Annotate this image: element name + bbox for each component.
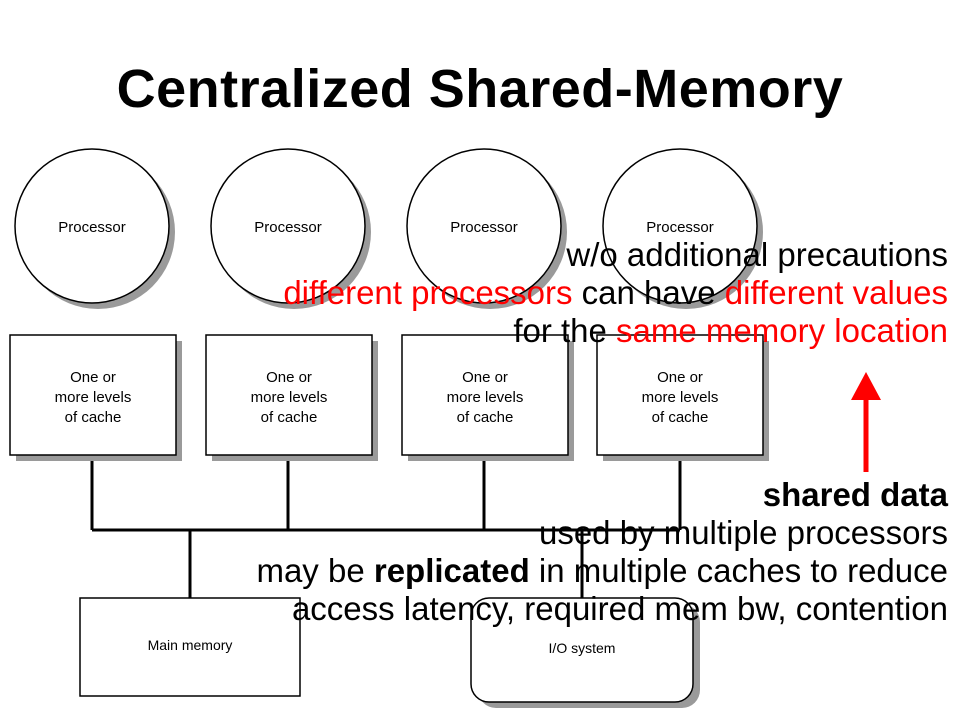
io-system-label: I/O system <box>549 640 616 656</box>
cache-label-line-3: of cache <box>457 409 514 426</box>
processor-label: Processor <box>646 219 714 236</box>
cache-label-line-2: more levels <box>447 389 524 406</box>
cache-label-line-1: One or <box>657 369 703 386</box>
callout-top-line-1: w/o additional precautions <box>566 236 948 273</box>
callout-top-line-2: different processors can have different … <box>283 274 948 312</box>
cache-label-line-2: more levels <box>642 389 719 406</box>
callout-in-multiple-caches: in multiple caches to reduce <box>529 551 948 589</box>
main-memory-group: Main memory <box>79 597 301 697</box>
callout-red-same-memory-location: same memory location <box>616 311 948 349</box>
cache-label-line-1: One or <box>266 369 312 386</box>
bus-lines <box>90 455 682 598</box>
callout-may-be: may be <box>256 551 374 589</box>
cache-label-line-2: more levels <box>251 389 328 406</box>
main-memory-label: Main memory <box>148 637 233 653</box>
callout-top: w/o additional precautions different pro… <box>283 236 948 350</box>
red-arrow <box>851 372 881 472</box>
callout-red-different-processors: different processors <box>283 273 573 311</box>
cache-box-2 <box>205 334 373 456</box>
processor-circle-3 <box>406 148 562 304</box>
callout-for-the: for the <box>513 311 617 349</box>
red-arrow-head <box>851 372 881 400</box>
processor-label: Processor <box>58 219 126 236</box>
cache-box-1 <box>9 334 177 456</box>
callout-shared-data: shared data <box>762 476 948 513</box>
cache-label-line-2: more levels <box>55 389 132 406</box>
main-memory-box <box>79 597 301 697</box>
processor-group: Processor Processor Processor Processor <box>14 148 763 309</box>
processor-label: Processor <box>254 219 322 236</box>
callout-used-by: used by multiple processors <box>538 513 948 551</box>
slide-title: Centralized Shared-Memory <box>116 59 844 119</box>
cache-label-line-3: of cache <box>65 409 122 426</box>
callout-bottom: shared data used by multiple processors … <box>256 476 948 628</box>
cache-label-line-1: One or <box>462 369 508 386</box>
cache-label-line-3: of cache <box>261 409 318 426</box>
callout-can-have: can have <box>572 273 725 311</box>
cache-box-4 <box>596 334 764 456</box>
io-system-group: I/O system <box>470 597 700 708</box>
cache-box-3 <box>401 334 569 456</box>
callout-replicated-line: may be replicated in multiple caches to … <box>256 552 948 590</box>
processor-label: Processor <box>450 219 518 236</box>
callout-access-latency: access latency, required mem bw, content… <box>291 589 948 627</box>
processor-circle-1 <box>14 148 170 304</box>
cache-label-line-1: One or <box>70 369 116 386</box>
callout-replicated: replicated <box>373 551 530 589</box>
callout-top-line-3: for the same memory location <box>283 312 948 350</box>
io-system-box <box>470 597 694 703</box>
cache-group: One or more levels of cache One or more … <box>9 334 769 461</box>
callout-red-different-values: different values <box>724 273 948 311</box>
processor-circle-4 <box>602 148 758 304</box>
processor-circle-2 <box>210 148 366 304</box>
cache-label-line-3: of cache <box>652 409 709 426</box>
